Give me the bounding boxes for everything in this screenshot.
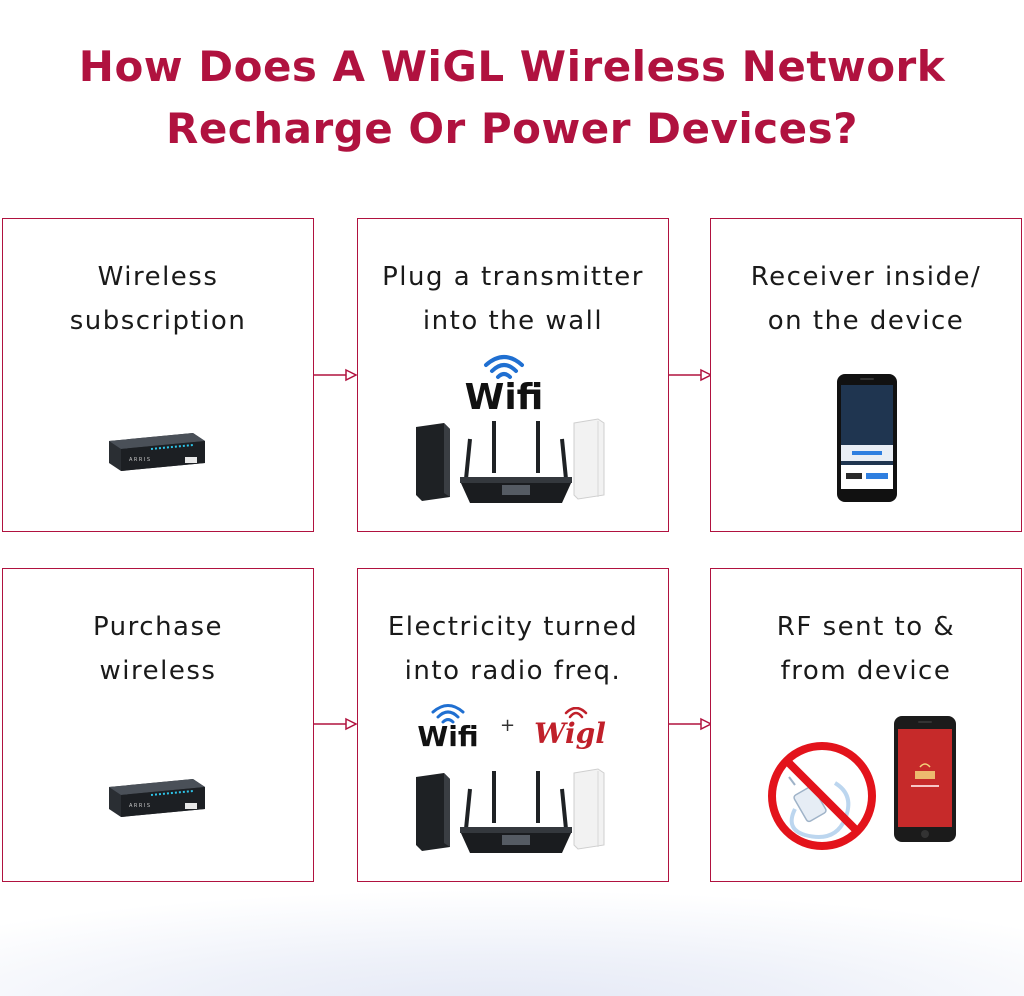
arrow-connector-icon bbox=[669, 717, 713, 731]
step-label-line: wireless bbox=[99, 656, 217, 686]
plus-sign: + bbox=[500, 715, 516, 736]
wifi-logo-icon: Wifi bbox=[417, 704, 479, 749]
step-box-5: Electricity turned into radio freq. Wifi… bbox=[357, 568, 669, 882]
wifi-logo-icon: Wifi bbox=[465, 355, 544, 415]
wigl-text: Wigl bbox=[534, 717, 606, 750]
step-label-line: Wireless bbox=[97, 262, 219, 292]
step-label: Electricity turned into radio freq. bbox=[358, 605, 668, 693]
wifi-router-icon bbox=[416, 418, 605, 503]
modem-brand-text: ARRIS bbox=[129, 457, 152, 463]
wifi-router-icon bbox=[416, 768, 605, 853]
step-label: Receiver inside/ on the device bbox=[711, 255, 1021, 343]
arrow-connector-icon bbox=[314, 368, 358, 382]
title-line-2: Recharge Or Power Devices? bbox=[165, 104, 858, 153]
step-box-6: RF sent to & from device bbox=[710, 568, 1022, 882]
step-label-line: on the device bbox=[767, 306, 965, 336]
step-label-line: Receiver inside/ bbox=[750, 262, 982, 292]
arrow-connector-icon bbox=[314, 717, 358, 731]
step-label: Purchase wireless bbox=[3, 605, 313, 693]
step-label-line: from device bbox=[780, 656, 952, 686]
step-label-line: into the wall bbox=[422, 306, 604, 336]
step-box-3: Receiver inside/ on the device bbox=[710, 218, 1022, 532]
step-box-1: Wireless subscription ARRIS bbox=[2, 218, 314, 532]
smartphone-wigl-app-icon bbox=[894, 716, 956, 842]
step-label: Wireless subscription bbox=[3, 255, 313, 343]
step-label: RF sent to & from device bbox=[711, 605, 1021, 693]
no-charger-icon bbox=[768, 742, 876, 850]
step-label: Plug a transmitter into the wall bbox=[358, 255, 668, 343]
wifi-text: Wifi bbox=[465, 377, 544, 415]
page-title: How Does A WiGL Wireless Network Recharg… bbox=[0, 36, 1024, 160]
wigl-logo-icon: Wigl bbox=[534, 707, 606, 750]
step-box-4: Purchase wireless ARRIS bbox=[2, 568, 314, 882]
wifi-text: Wifi bbox=[417, 720, 478, 749]
step-label-line: subscription bbox=[69, 306, 247, 336]
modem-icon: ARRIS bbox=[109, 779, 205, 817]
modem-brand-text: ARRIS bbox=[129, 803, 152, 809]
step-box-2: Plug a transmitter into the wall Wifi bbox=[357, 218, 669, 532]
modem-icon: ARRIS bbox=[109, 433, 205, 471]
title-line-1: How Does A WiGL Wireless Network bbox=[78, 42, 946, 91]
step-label-line: into radio freq. bbox=[404, 656, 622, 686]
smartphone-icon bbox=[837, 374, 897, 502]
arrow-connector-icon bbox=[669, 368, 713, 382]
step-label-line: Purchase bbox=[92, 612, 224, 642]
step-label-line: Electricity turned bbox=[387, 612, 639, 642]
step-label-line: RF sent to & bbox=[776, 612, 956, 642]
step-label-line: Plug a transmitter bbox=[382, 262, 644, 292]
